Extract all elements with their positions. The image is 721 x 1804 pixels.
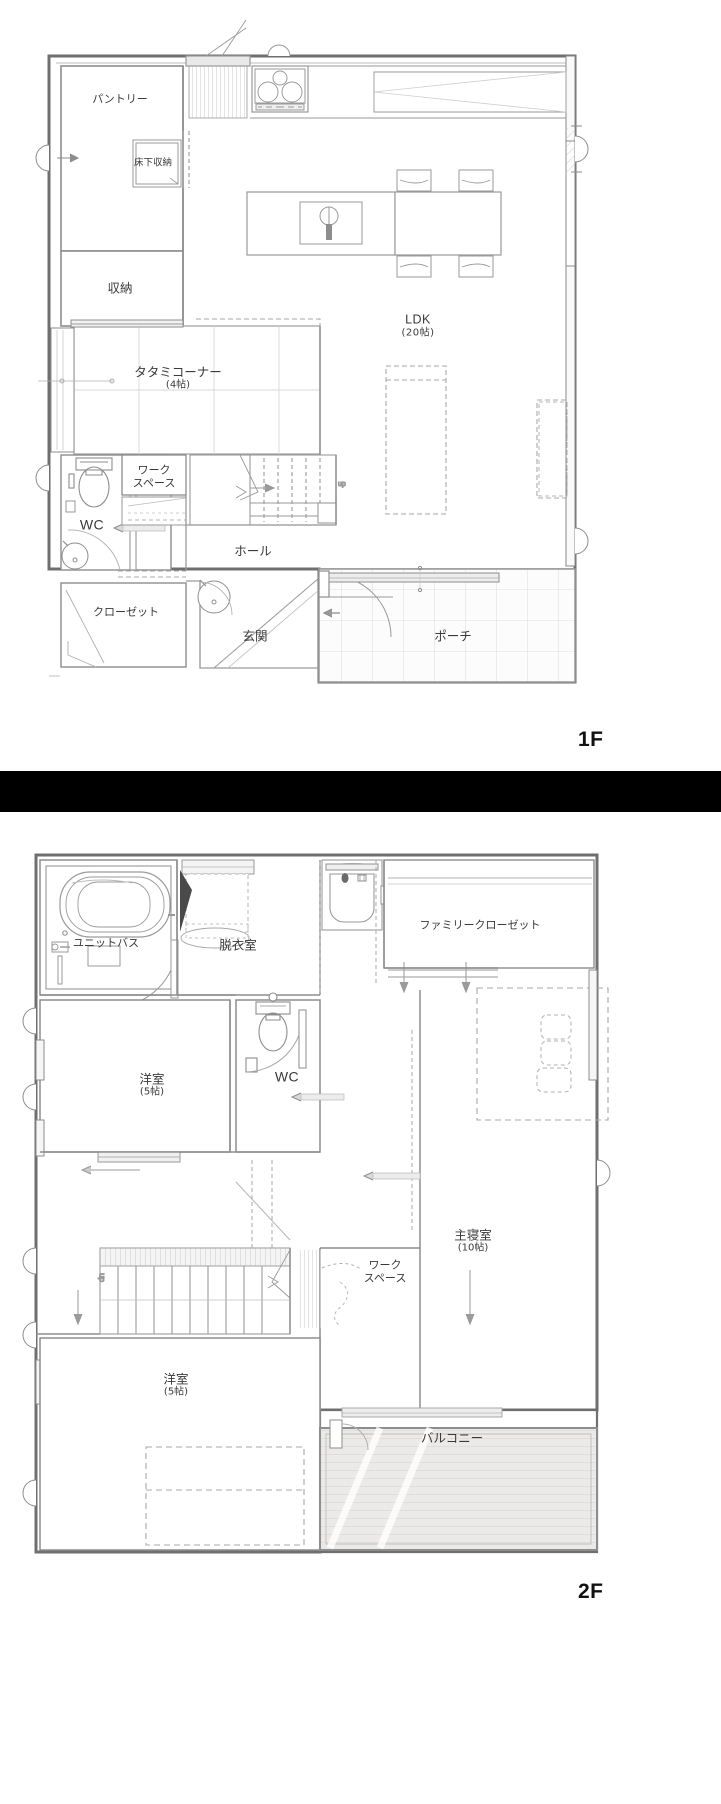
floor-tag-2f: 2F [578,1580,604,1603]
floor-plan-1f: up [0,0,721,751]
svg-text:dn: dn [97,1273,106,1282]
floor-tag-1f: 1F [578,728,604,751]
section-divider [0,771,721,812]
svg-text:up: up [338,481,346,488]
floor-plan-2f-drawing: dn [22,853,611,1554]
floor-plan-1f-drawing: up [35,19,589,684]
floor-plan-2f: dn [0,830,721,1620]
